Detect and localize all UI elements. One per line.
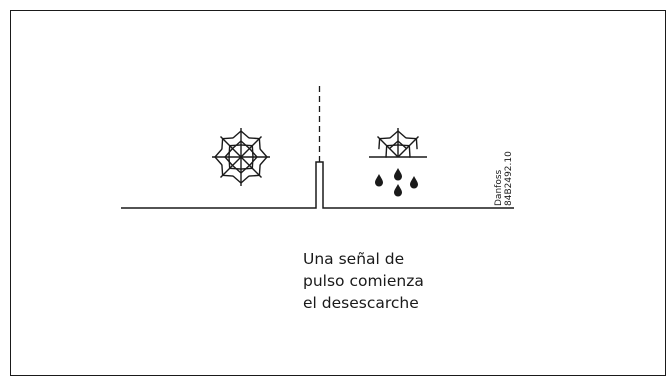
caption-line: Una señal de <box>303 250 405 268</box>
diagram-frame <box>10 10 666 376</box>
reference-code: 84B2492.10 <box>504 151 514 206</box>
water-drop-icon <box>375 174 383 187</box>
water-drop-icon <box>410 176 418 189</box>
reference-brand: Danfoss <box>494 169 504 206</box>
water-drop-icon <box>394 168 402 181</box>
signal-line <box>121 161 514 209</box>
melting-frost-icon <box>369 127 427 165</box>
water-drop-icon <box>394 184 402 197</box>
drawing-reference: Danfoss 84B2492.10 <box>494 151 514 206</box>
diagram-caption: Una señal de pulso comienza el desescarc… <box>303 248 503 314</box>
caption-line: el desescarche <box>303 294 419 312</box>
snowflake-icon <box>211 127 271 187</box>
caption-line: pulso comienza <box>303 272 424 290</box>
water-drops <box>375 168 418 197</box>
